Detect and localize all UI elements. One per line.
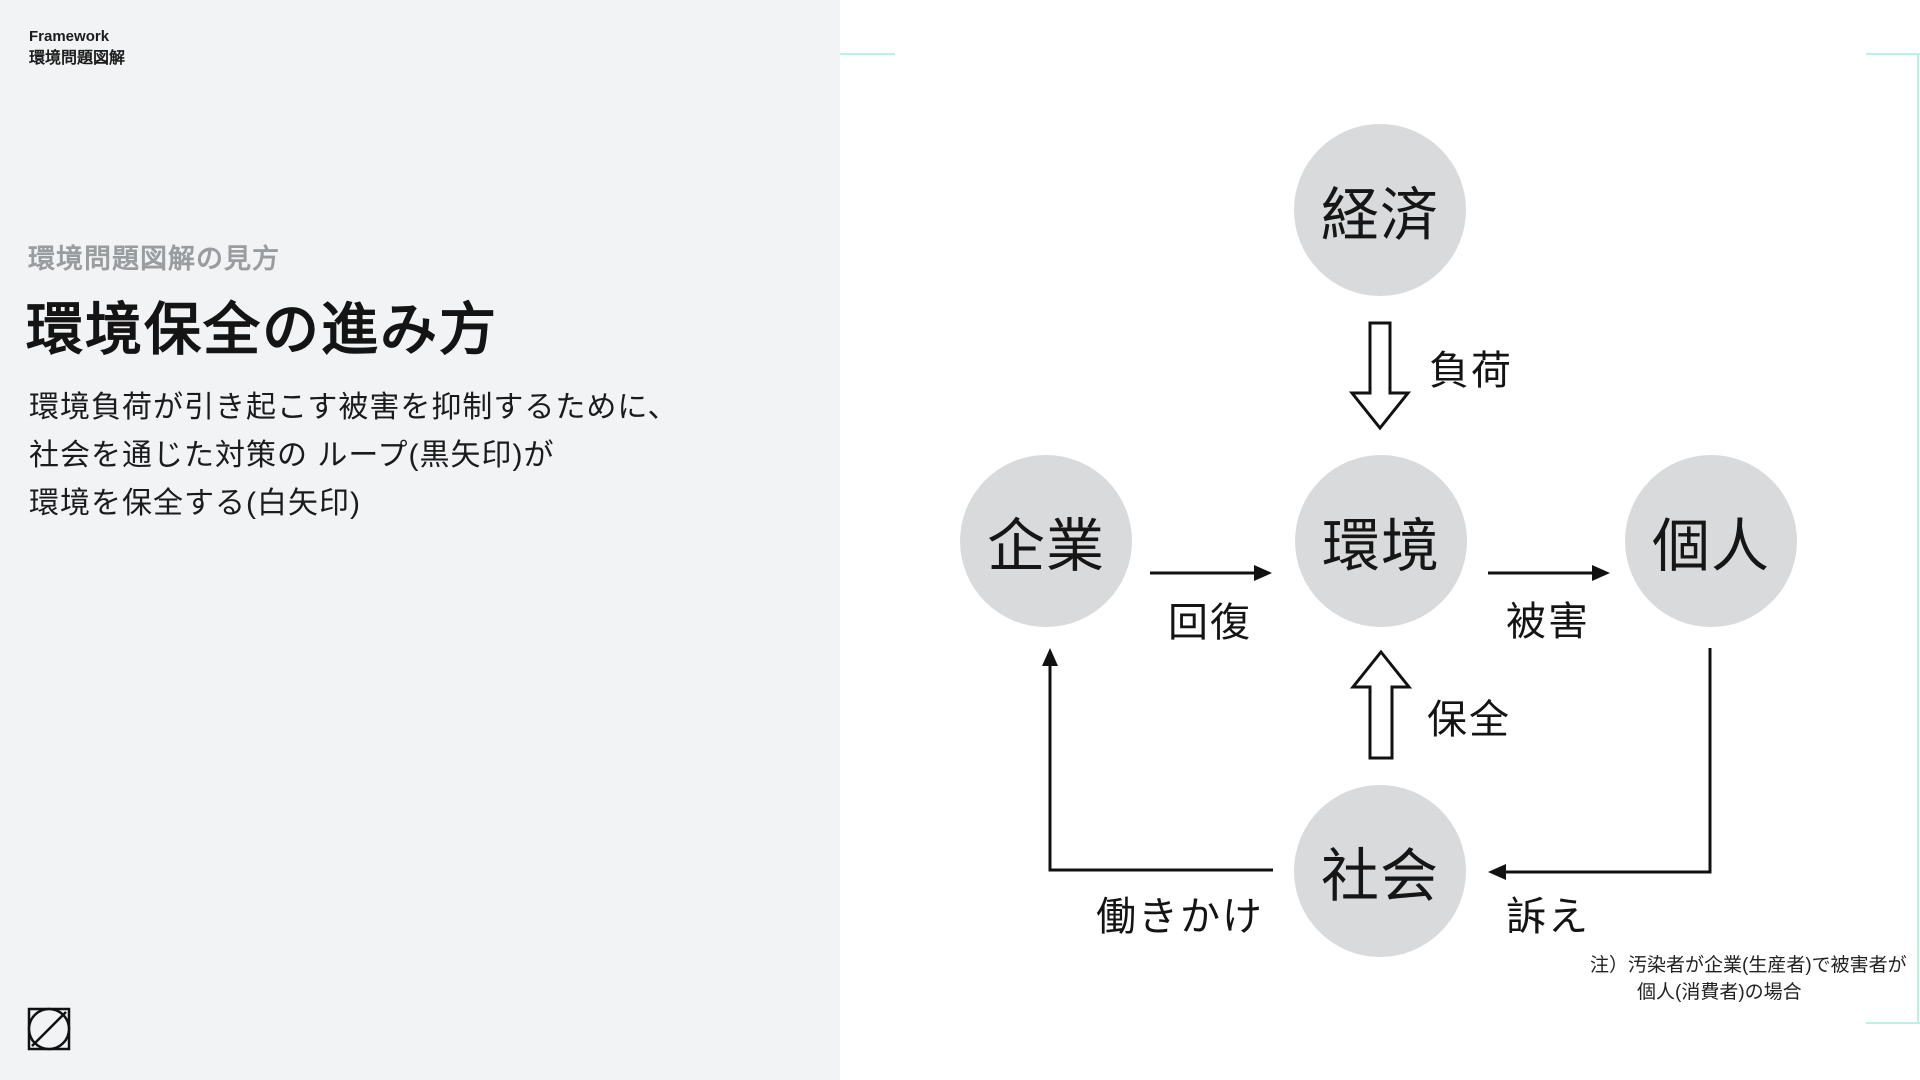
node-individuals-label: 個人 (1651, 514, 1770, 579)
node-individuals: 個人 (1625, 455, 1797, 627)
slide-description: 環境負荷が引き起こす被害を抑制するために、 社会を通じた対策の ループ(黒矢印)… (29, 384, 679, 528)
node-economy-label: 経済 (1320, 183, 1439, 248)
frame-guide-line (1866, 53, 1920, 55)
edge-label-conservation: 保全 (1427, 698, 1511, 742)
engagement-arrow-head (1042, 648, 1058, 666)
damage-arrow-head (1592, 565, 1610, 581)
node-society: 社会 (1294, 785, 1466, 957)
node-economy: 経済 (1294, 124, 1466, 296)
slide-subtitle: 環境問題図解の見方 (28, 244, 280, 274)
slide-title: 環境保全の進み方 (26, 298, 498, 362)
footnote-line: 個人(消費者)の場合 (1637, 982, 1802, 1003)
footnote: 注）汚染者が企業(生産者)で被害者が 個人(消費者)の場合 (1590, 952, 1907, 1006)
frame-guide-line (840, 53, 895, 55)
description-line: 環境負荷が引き起こす被害を抑制するために、 (29, 391, 679, 424)
edge-label-recovery: 回復 (1168, 601, 1252, 645)
edge-label-damage: 被害 (1506, 600, 1590, 644)
node-companies-label: 企業 (986, 514, 1105, 579)
left-panel: Framework 環境問題図解 環境問題図解の見方 環境保全の進み方 環境負荷… (0, 0, 840, 1080)
conserve-white-arrow-up (1349, 649, 1413, 760)
load-white-arrow-down (1348, 321, 1412, 431)
lens-logo-icon (27, 1007, 71, 1051)
recover-arrow-head (1254, 565, 1272, 581)
frame-guide-line (1866, 1022, 1920, 1024)
appeal-arrow-line (1500, 648, 1712, 874)
description-line: 社会を通じた対策の ループ(黒矢印)が (29, 439, 555, 472)
eyebrow: Framework 環境問題図解 (29, 26, 125, 70)
frame-guide-line (1917, 53, 1919, 1023)
appeal-arrow-head (1488, 864, 1506, 880)
eyebrow-framework: Framework (29, 28, 110, 45)
node-environment: 環境 (1295, 455, 1467, 627)
description-line: 環境を保全する(白矢印) (29, 487, 361, 520)
node-environment-label: 環境 (1321, 514, 1440, 579)
edge-label-load: 負荷 (1429, 349, 1513, 393)
engagement-arrow-line (1048, 660, 1273, 872)
footnote-line: 注）汚染者が企業(生産者)で被害者が (1590, 955, 1907, 976)
eyebrow-series-title: 環境問題図解 (29, 50, 126, 67)
edge-label-engagement: 働きかけ (1096, 895, 1264, 939)
node-society-label: 社会 (1320, 844, 1439, 909)
edge-label-appeal: 訴え (1506, 895, 1590, 939)
node-companies: 企業 (960, 455, 1132, 627)
